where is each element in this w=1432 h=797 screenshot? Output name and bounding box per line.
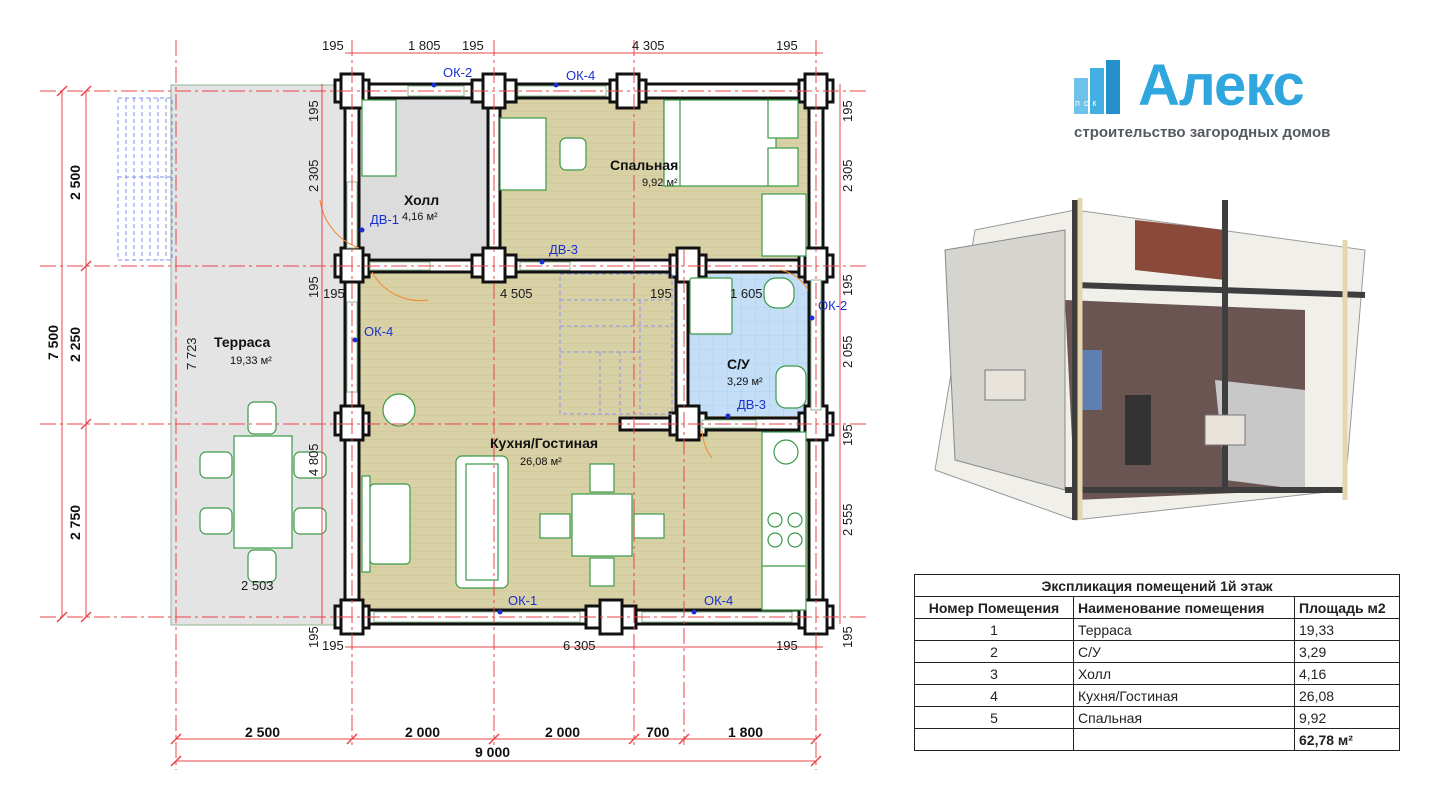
cell-number: 1 (914, 618, 1074, 641)
room-explication-table: Экспликация помещений 1й этаж Номер Поме… (914, 574, 1400, 751)
room-bedroom-area: 9,92 м² (642, 177, 678, 189)
table-row: 2 С/У 3,29 (914, 640, 1400, 663)
cell-area: 3,29 (1294, 640, 1400, 663)
left-wall-dim-4805: 4 805 (306, 443, 321, 476)
company-logo: пск Алекс строительство загородных домов (1072, 53, 1372, 148)
cell-number: 4 (914, 684, 1074, 707)
bottom-total-2000b: 2 000 (545, 724, 580, 740)
top-dim-3: 195 (462, 38, 484, 53)
room-bath-name: С/У (727, 356, 750, 372)
right-dim-5: 195 (840, 424, 855, 446)
staircase (559, 273, 673, 415)
mark-dv3-bath: ДВ-3 (737, 397, 766, 412)
mark-ok2-top: ОК-2 (443, 65, 472, 80)
room-hall-name: Холл (404, 192, 439, 208)
terrace-steps (117, 97, 173, 261)
terrace-width-dim: 2 503 (241, 578, 274, 593)
mid-dim-195a: 195 (323, 286, 345, 301)
bottom-total-700: 700 (646, 724, 670, 740)
header-name: Наименование помещения (1073, 596, 1295, 619)
top-dim-5: 195 (776, 38, 798, 53)
table-row: 3 Холл 4,16 (914, 662, 1400, 685)
bottom-dim-6305: 6 305 (563, 638, 596, 653)
top-dim-2: 1 805 (408, 38, 441, 53)
cell-number: 3 (914, 662, 1074, 685)
logo-subtitle: строительство загородных домов (1074, 124, 1331, 141)
table-header-row: Номер Помещения Наименование помещения П… (914, 596, 1400, 619)
room-hall-area: 4,16 м² (402, 211, 438, 223)
cell-name: Терраса (1073, 618, 1295, 641)
left-wall-dim-2: 2 305 (306, 159, 321, 192)
cell-name: Спальная (1073, 706, 1295, 729)
cell-number: 5 (914, 706, 1074, 729)
isometric-view (934, 198, 1366, 521)
right-dim-1: 195 (840, 100, 855, 122)
mark-ok4-bottom: ОК-4 (704, 593, 733, 608)
table-caption: Экспликация помещений 1й этаж (914, 574, 1400, 597)
bottom-total-2000a: 2 000 (405, 724, 440, 740)
table-total: 62,78 м² (1294, 728, 1400, 751)
room-kitchen-area: 26,08 м² (520, 456, 562, 468)
header-area: Площадь м2 (1294, 596, 1400, 619)
mark-ok1: ОК-1 (508, 593, 537, 608)
axis-lines (40, 40, 870, 770)
cell-area: 9,92 (1294, 706, 1400, 729)
mark-dv1: ДВ-1 (370, 212, 399, 227)
cell-area: 26,08 (1294, 684, 1400, 707)
table-total-row: 62,78 м² (914, 728, 1400, 751)
left-dim-7500: 7 500 (45, 325, 61, 360)
mark-ok2-right: ОК-2 (818, 298, 847, 313)
room-terrace-name: Терраса (214, 334, 270, 350)
terrace-depth-dim: 7 723 (184, 337, 199, 370)
table-row: 4 Кухня/Гостиная 26,08 (914, 684, 1400, 707)
bottom-total-2500: 2 500 (245, 724, 280, 740)
right-dim-2: 2 305 (840, 159, 855, 192)
cell-name: С/У (1073, 640, 1295, 663)
room-kitchen-name: Кухня/Гостиная (490, 435, 598, 451)
top-dim-4: 4 305 (632, 38, 665, 53)
bottom-total-1800: 1 800 (728, 724, 763, 740)
left-wall-dim-3: 195 (306, 276, 321, 298)
left-wall-dim-1: 195 (306, 100, 321, 122)
bottom-dim-195a: 195 (322, 638, 344, 653)
floor-plan: 195 1 805 195 4 305 195 2 500 2 250 7 50… (40, 38, 870, 770)
logo-word: Алекс (1138, 53, 1305, 118)
cell-number: 2 (914, 640, 1074, 663)
dimension-chains (61, 52, 841, 762)
dimension-ticks (56, 85, 822, 767)
mid-dim-4505: 4 505 (500, 286, 533, 301)
table-row: 5 Спальная 9,92 (914, 706, 1400, 729)
right-dim-3: 195 (840, 274, 855, 296)
opening-markers (352, 82, 815, 615)
header-number: Номер Помещения (914, 596, 1074, 619)
left-wall-dim-bottom: 195 (306, 626, 321, 648)
bottom-dim-195b: 195 (776, 638, 798, 653)
logo-psk: пск (1075, 98, 1101, 108)
mid-dim-1605: 1 605 (730, 286, 763, 301)
furniture (199, 99, 807, 611)
cell-area: 19,33 (1294, 618, 1400, 641)
table-row: 1 Терраса 19,33 (914, 618, 1400, 641)
cell-name: Кухня/Гостиная (1073, 684, 1295, 707)
logo-bars-icon (1074, 60, 1120, 114)
room-bedroom-name: Спальная (610, 157, 678, 173)
right-dim-7: 195 (840, 626, 855, 648)
top-dim-1: 195 (322, 38, 344, 53)
room-terrace-area: 19,33 м² (230, 355, 272, 367)
left-dim-2500: 2 500 (67, 165, 83, 200)
cell-name: Холл (1073, 662, 1295, 685)
left-dim-2250: 2 250 (67, 327, 83, 362)
mark-dv3-mid: ДВ-3 (549, 242, 578, 257)
right-dim-6: 2 555 (840, 503, 855, 536)
cell-area: 4,16 (1294, 662, 1400, 685)
mid-dim-195b: 195 (650, 286, 672, 301)
right-dim-4: 2 055 (840, 335, 855, 368)
table-caption-row: Экспликация помещений 1й этаж (914, 574, 1400, 597)
mark-ok4-top: ОК-4 (566, 68, 595, 83)
door-swings (319, 199, 809, 459)
left-dim-2750: 2 750 (67, 505, 83, 540)
room-bath-area: 3,29 м² (727, 376, 763, 388)
mark-ok4-left: ОК-4 (364, 324, 393, 339)
bottom-total-9000: 9 000 (475, 744, 510, 760)
